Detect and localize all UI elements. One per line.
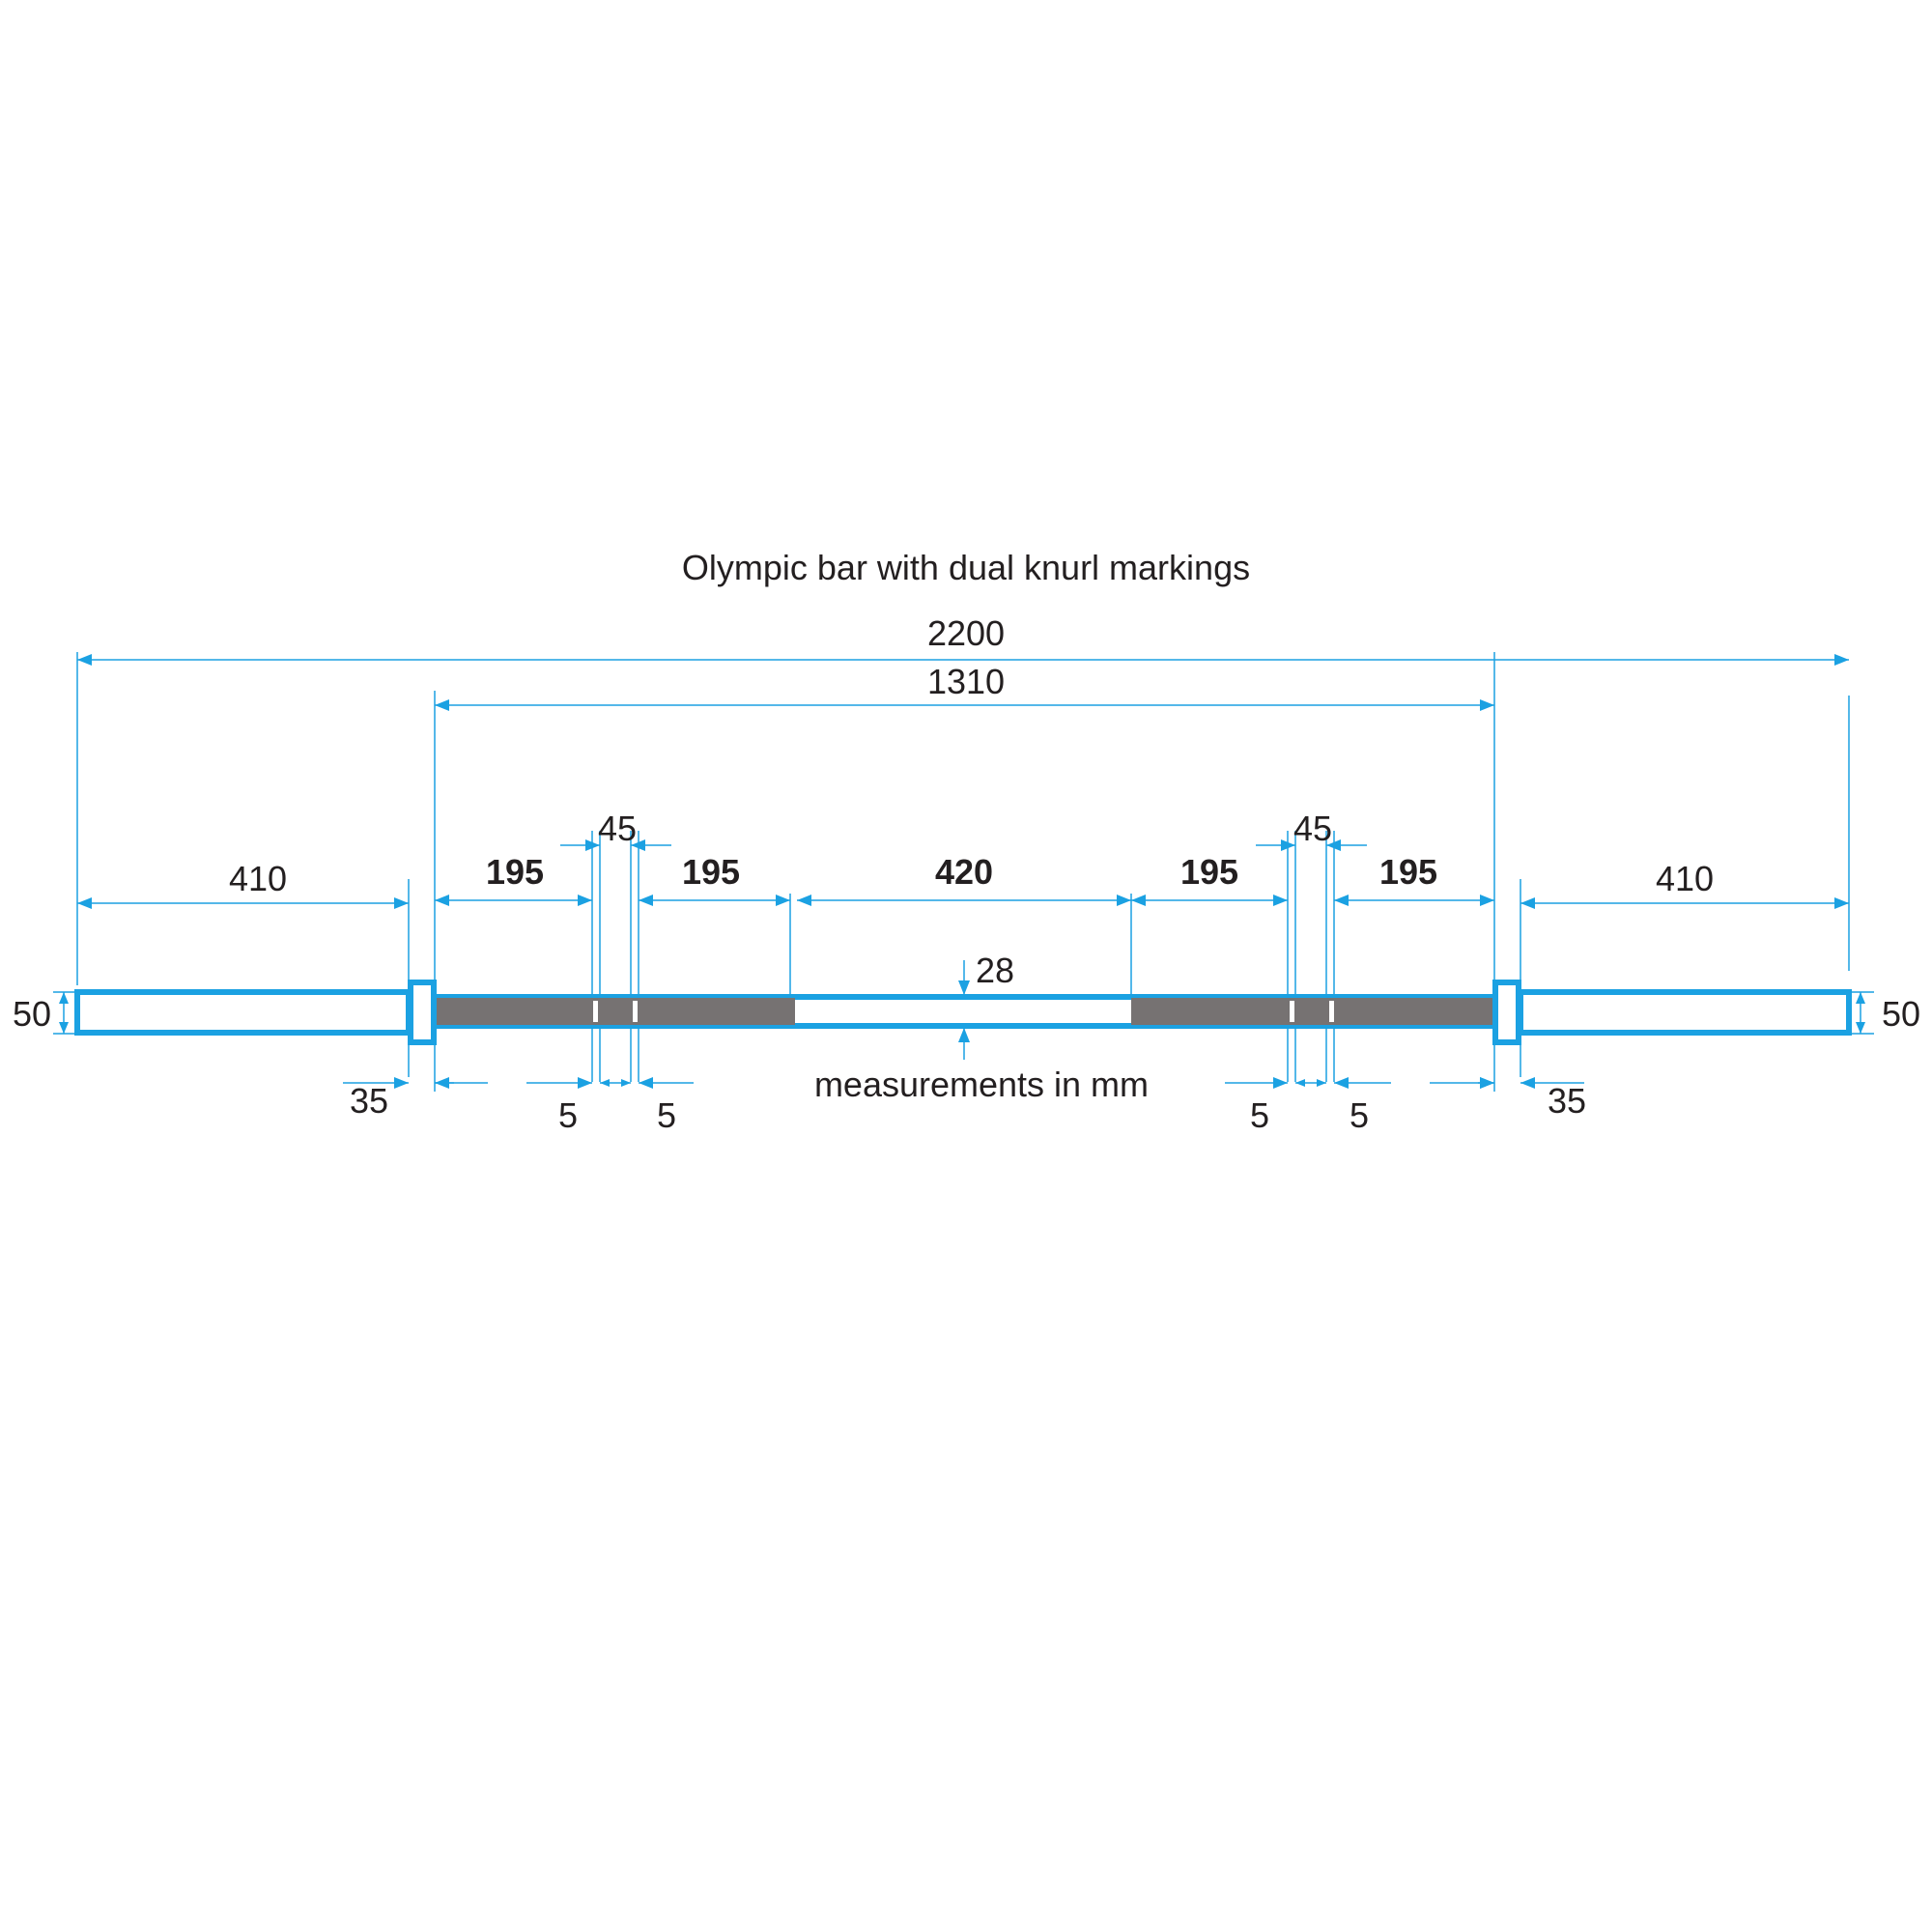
label-left-mark-width-b: 5 (657, 1095, 676, 1135)
left-knurl (436, 998, 795, 1025)
dim-left-marking-widths (435, 1077, 694, 1089)
label-right-inner-knurl: 195 (1180, 852, 1238, 892)
label-left-marking-spacing: 45 (598, 809, 637, 848)
left-collar (408, 980, 437, 1045)
dim-left-sleeve (77, 897, 409, 909)
left-marking-inner (633, 1001, 638, 1022)
dim-left-sleeve-diameter (53, 991, 77, 1035)
dim-shaft-diameter (958, 960, 970, 1060)
dim-left-inner-knurl (639, 895, 790, 906)
label-right-marking-spacing: 45 (1293, 809, 1332, 848)
dim-right-sleeve-diameter (1849, 991, 1874, 1035)
label-left-outer-knurl: 195 (486, 852, 544, 892)
right-collar (1492, 980, 1521, 1045)
label-left-inner-knurl: 195 (682, 852, 740, 892)
label-left-sleeve: 410 (229, 859, 287, 898)
extension-lines (76, 652, 1850, 1092)
label-shaft-diameter: 28 (976, 951, 1014, 990)
barbell (74, 980, 1852, 1045)
right-marking-outer (1329, 1001, 1334, 1022)
dim-inner-length (435, 699, 1494, 711)
left-sleeve (74, 989, 412, 1036)
dim-right-outer-knurl (1334, 895, 1494, 906)
dim-left-outer-knurl (435, 895, 592, 906)
label-left-collar: 35 (350, 1081, 388, 1121)
dim-right-inner-knurl (1131, 895, 1288, 906)
label-left-mark-width-a: 5 (558, 1095, 578, 1135)
label-right-mark-width-b: 5 (1350, 1095, 1369, 1135)
units-note: measurements in mm (814, 1065, 1149, 1104)
label-right-sleeve: 410 (1656, 859, 1714, 898)
diagram-title: Olympic bar with dual knurl markings (682, 548, 1250, 587)
dim-center-smooth (797, 895, 1131, 906)
dim-right-sleeve (1520, 897, 1849, 909)
label-right-mark-width-a: 5 (1250, 1095, 1269, 1135)
label-total-length: 2200 (927, 613, 1005, 653)
label-right-sleeve-diameter: 50 (1882, 994, 1920, 1034)
dim-right-marking-widths (1225, 1077, 1494, 1089)
label-inner-length: 1310 (927, 662, 1005, 701)
right-sleeve (1518, 989, 1852, 1036)
label-right-outer-knurl: 195 (1379, 852, 1437, 892)
dim-total-length (77, 654, 1849, 666)
label-right-collar: 35 (1548, 1081, 1586, 1121)
left-marking-outer (593, 1001, 598, 1022)
dim-left-marking-spacing (560, 839, 671, 851)
dim-right-marking-spacing (1256, 839, 1367, 851)
right-marking-inner (1290, 1001, 1294, 1022)
right-knurl (1131, 998, 1494, 1025)
label-center-smooth: 420 (935, 852, 993, 892)
label-left-sleeve-diameter: 50 (13, 994, 51, 1034)
